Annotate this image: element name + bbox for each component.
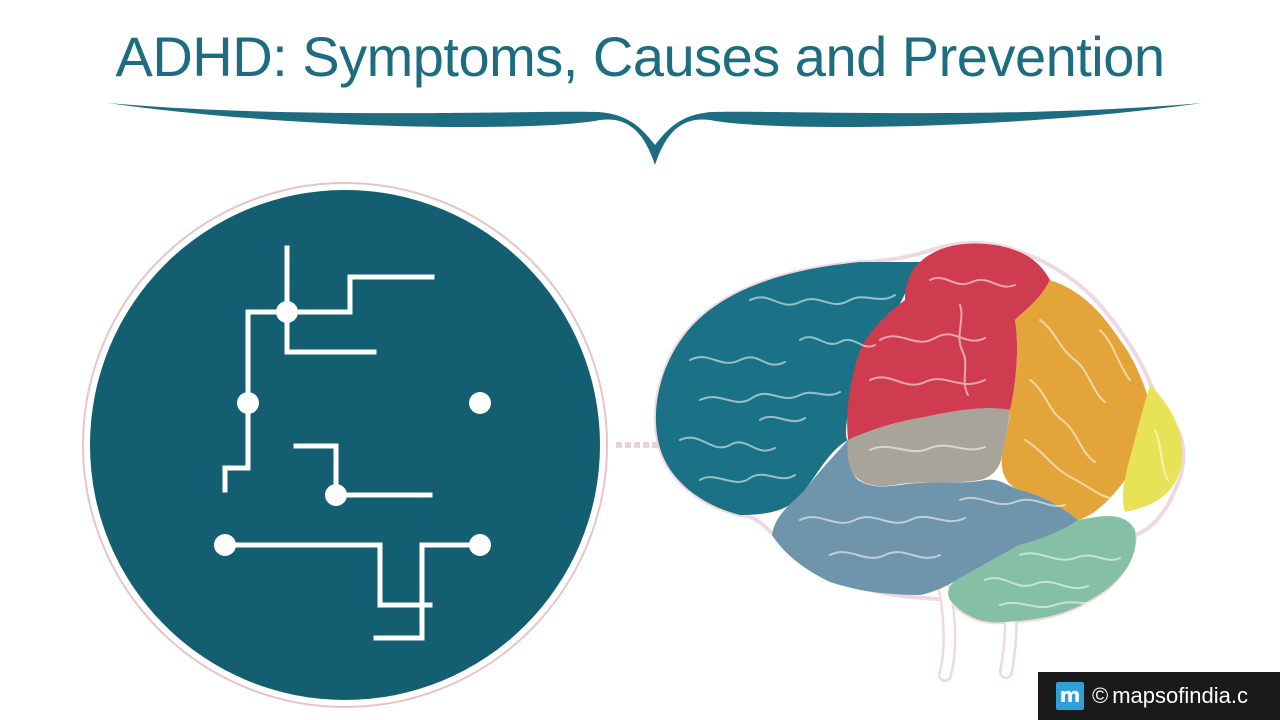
watermark-badge: m © mapsofindia.c [1038,672,1280,720]
brain-lobes-icon [653,241,1186,682]
insula [846,408,1010,487]
frontal-lobe [655,262,920,515]
parietal-lobe [847,243,1050,440]
cerebellum [948,516,1136,623]
circuit-icon [82,182,608,708]
occipital-lobe [1001,280,1150,520]
copyright-symbol: © [1092,683,1109,708]
page-title: ADHD: Symptoms, Causes and Prevention [115,25,1165,88]
title-divider-swoosh [108,103,1202,165]
maps-of-india-logo-icon: m [1056,682,1084,710]
watermark-site-text: mapsofindia.c [1112,683,1248,708]
